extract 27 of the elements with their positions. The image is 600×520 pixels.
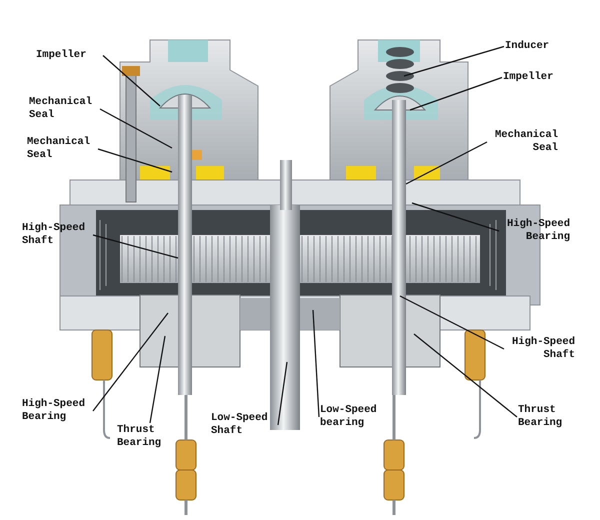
leader-line [98, 148, 172, 173]
part-label: High-Speed Bearing [500, 218, 570, 244]
part-label: Low-Speed Shaft [211, 412, 277, 438]
leader-line [410, 76, 502, 111]
leader-line [406, 141, 488, 185]
part-label: Low-Speed bearing [320, 404, 396, 430]
part-label: High-Speed Bearing [22, 398, 92, 424]
part-label: High-Speed Shaft [505, 336, 575, 362]
part-label: Mechanical Seal [29, 96, 99, 122]
leader-line [102, 55, 160, 106]
leader-line [149, 336, 166, 424]
part-label: Impeller [36, 49, 102, 62]
part-label: Thrust Bearing [518, 404, 584, 430]
part-label: Inducer [505, 40, 565, 53]
part-label: Mechanical Seal [488, 129, 558, 155]
part-label: Mechanical Seal [27, 136, 97, 162]
leader-line [92, 312, 168, 412]
leader-line [400, 295, 504, 350]
leader-line [312, 310, 320, 418]
part-label: Impeller [503, 71, 569, 84]
leader-line [100, 108, 172, 149]
leader-line [414, 334, 518, 418]
leader-line [404, 46, 504, 77]
leader-line [412, 202, 500, 232]
part-label: High-Speed Shaft [22, 222, 92, 248]
leader-line [92, 234, 178, 259]
part-label: Thrust Bearing [117, 424, 183, 450]
